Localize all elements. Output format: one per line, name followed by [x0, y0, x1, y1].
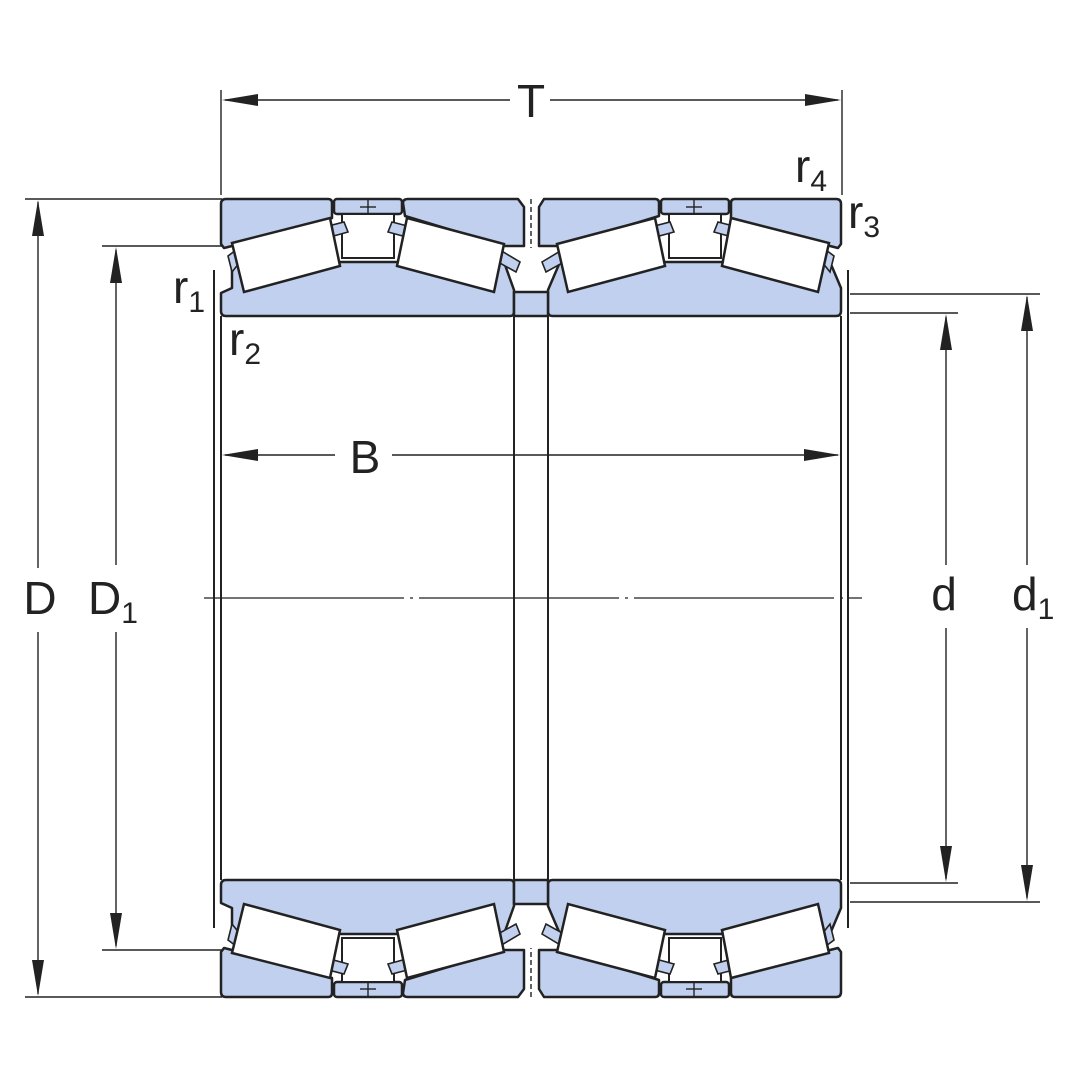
label-r2: r2: [229, 313, 261, 371]
label-d1: d1: [1012, 568, 1054, 626]
bearing-upper-section: [219, 197, 843, 318]
label-T: T: [517, 75, 545, 127]
bore-outline: [213, 270, 849, 928]
outer-spacer-gap-2: [668, 213, 722, 259]
label-r3: r3: [848, 186, 880, 244]
label-B: B: [350, 431, 381, 483]
label-D1: D1: [88, 572, 138, 630]
roller-3: [555, 216, 667, 294]
label-r4: r4: [795, 140, 827, 198]
outer-spacer-gap-1: [341, 213, 395, 259]
label-D: D: [23, 572, 56, 624]
label-r1: r1: [173, 261, 205, 319]
inner-spacer: [512, 290, 550, 318]
roller-1: [230, 216, 342, 294]
roller-2: [395, 216, 506, 294]
bearing-lower-section: [219, 878, 843, 999]
outer-ring-3: [537, 197, 661, 248]
extension-lines: [25, 90, 1040, 998]
outer-ring-4: [729, 197, 843, 250]
dimension-lines: [32, 94, 1033, 996]
roller-4: [720, 216, 831, 294]
label-d: d: [931, 568, 957, 620]
